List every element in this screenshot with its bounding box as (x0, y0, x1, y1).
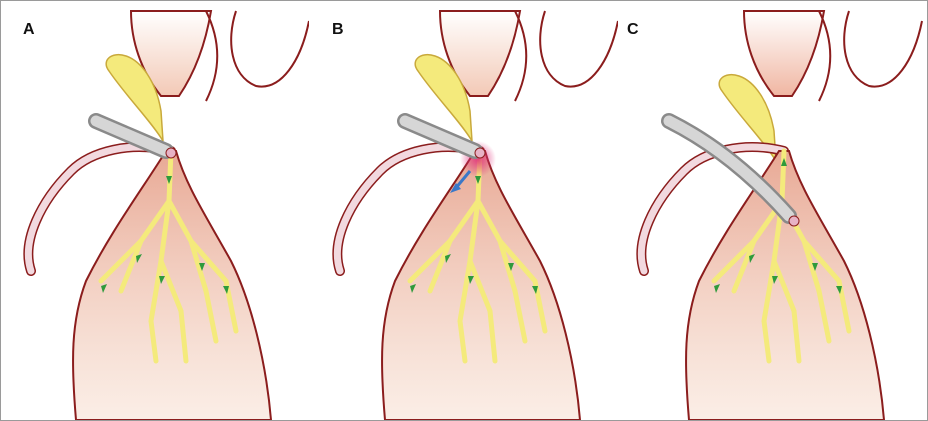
panel-a-illustration (1, 1, 309, 420)
panel-b: B (310, 1, 618, 420)
outer-loop (540, 11, 618, 87)
outer-loop (231, 11, 309, 87)
outer-loop (844, 11, 922, 87)
panel-a: A (1, 1, 309, 420)
panel-c: C (619, 1, 927, 420)
panel-c-illustration (619, 1, 927, 420)
panel-b-illustration (310, 1, 618, 420)
upper-lumen (744, 11, 824, 96)
